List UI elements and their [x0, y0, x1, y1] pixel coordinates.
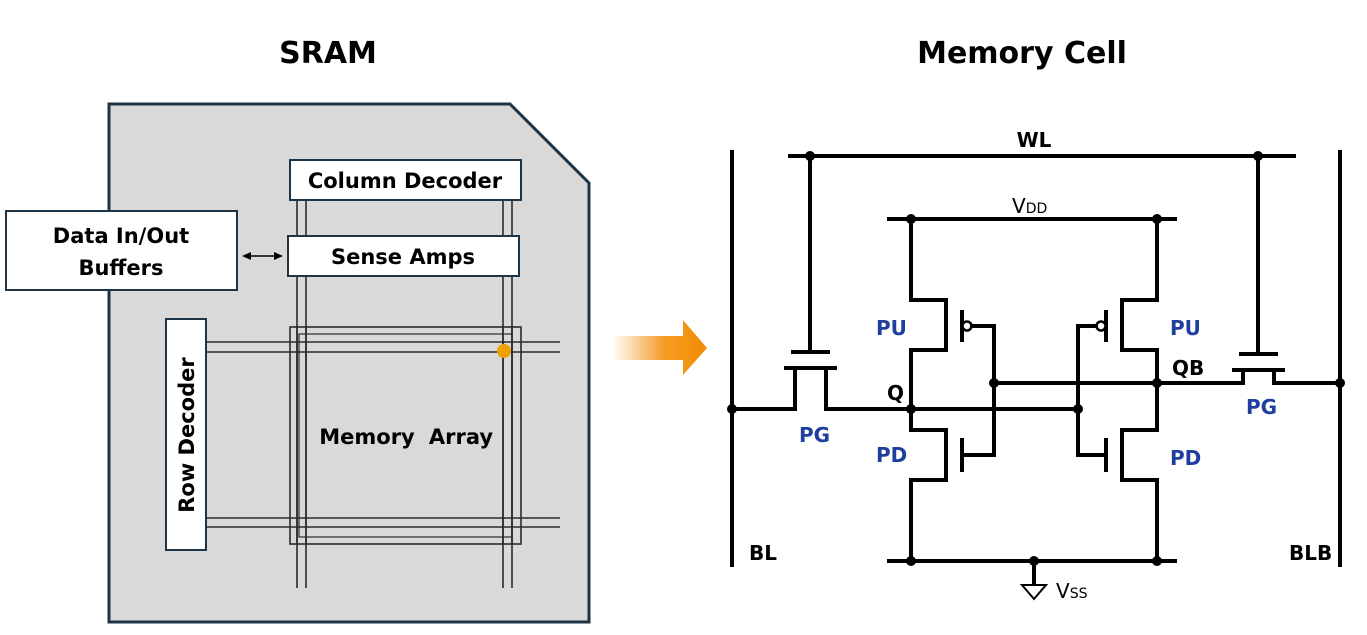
- memory-cell-schematic: [727, 150, 1345, 601]
- node-qb-label: QB: [1172, 356, 1204, 380]
- bitline-blb-label: BLB: [1289, 541, 1332, 565]
- ground-icon: [1019, 584, 1049, 601]
- pu-left-label: PU: [876, 316, 907, 340]
- node-q-label: Q: [887, 381, 904, 405]
- memory-cell-title: Memory Cell: [917, 36, 1127, 71]
- sense-amps-label: Sense Amps: [331, 245, 475, 269]
- memory-array-box: [289, 326, 522, 545]
- arrow-icon: [612, 320, 707, 375]
- memory-array-label-2: Array: [429, 425, 493, 449]
- row-decoder-label: Row Decoder: [175, 357, 199, 513]
- pg-right-label: PG: [1246, 395, 1277, 419]
- pd-right-label: PD: [1170, 446, 1201, 470]
- vdd-label: VDD: [1012, 194, 1047, 218]
- pg-left-label: PG: [799, 423, 830, 447]
- pu-right-label: PU: [1170, 316, 1201, 340]
- bidirectional-arrow-icon: [242, 252, 283, 260]
- bitline-bl-label: BL: [749, 541, 777, 565]
- wordline-label: WL: [1017, 128, 1052, 152]
- data-buffers-label-1: Data In/Out: [53, 224, 189, 248]
- sram-title: SRAM: [279, 36, 377, 71]
- data-buffers-box: [5, 210, 238, 291]
- selected-cell-dot: [497, 344, 511, 358]
- data-buffers-label-2: Buffers: [78, 256, 163, 280]
- sense-amps-box: [287, 235, 520, 277]
- column-decoder-box: [289, 159, 522, 201]
- column-decoder-label: Column Decoder: [308, 169, 503, 193]
- pd-left-label: PD: [876, 443, 907, 467]
- row-decoder-box: [165, 318, 207, 551]
- vss-label: VSS: [1056, 579, 1088, 603]
- memory-array-label-1: Memory: [319, 425, 415, 449]
